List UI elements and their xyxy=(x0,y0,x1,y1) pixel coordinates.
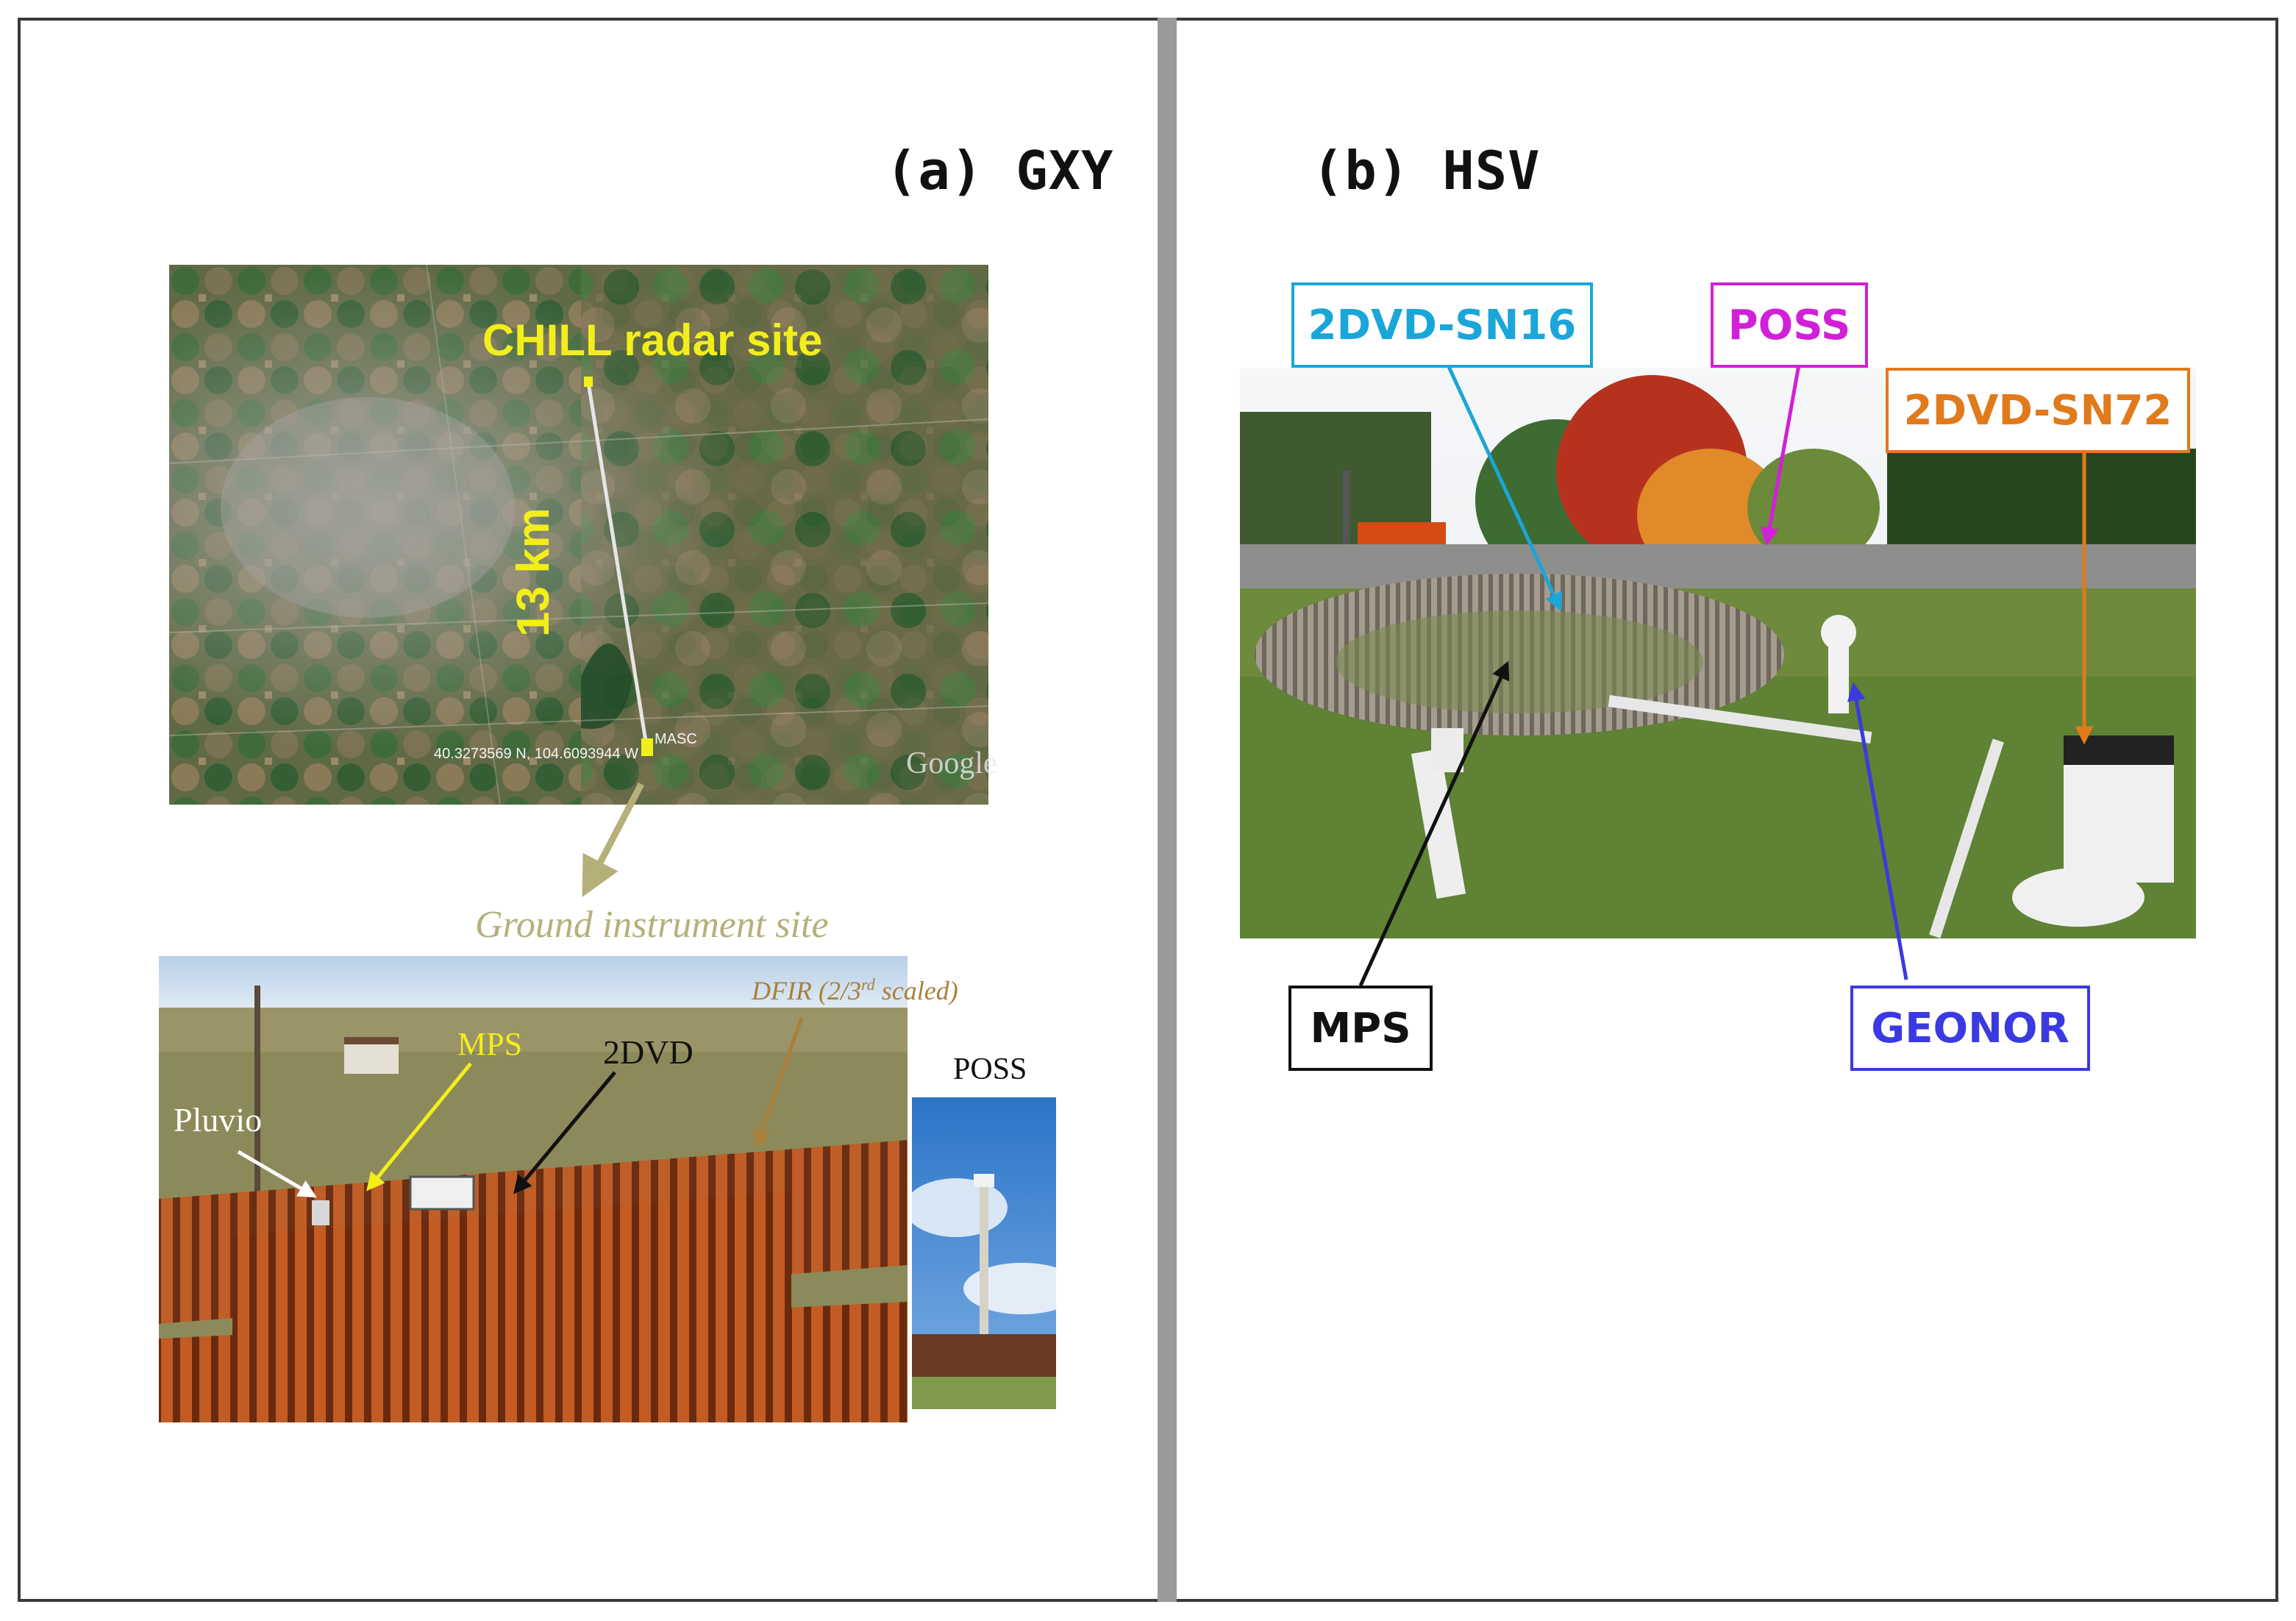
poss-label-a: POSS xyxy=(953,1052,1027,1086)
google-watermark: Google xyxy=(906,747,997,780)
panel-divider xyxy=(1158,18,1177,1602)
dfir-label-prefix: DFIR (2/3 xyxy=(752,976,861,1005)
ground-instrument-photo xyxy=(159,956,908,1422)
radar-site-label: CHILL radar site xyxy=(482,316,823,365)
distance-label: 13 km xyxy=(508,507,559,637)
sn16-label: 2DVD-SN16 xyxy=(1291,282,1593,368)
poss-photo xyxy=(912,1097,1056,1409)
dvd-label-a: 2DVD xyxy=(603,1033,694,1071)
dfir-label-suffix: scaled) xyxy=(874,976,958,1005)
masc-text: MASC xyxy=(655,731,697,747)
sn72-label: 2DVD-SN72 xyxy=(1886,368,2190,453)
ground-site-label: Ground instrument site xyxy=(475,904,829,946)
panel-a-title: (a) GXY xyxy=(885,140,1114,202)
satellite-map-image xyxy=(169,265,988,805)
mps-label-a: MPS xyxy=(457,1026,523,1062)
geonor-label: GEONOR xyxy=(1850,986,2090,1071)
poss-label-b: POSS xyxy=(1711,282,1868,368)
pluvio-label: Pluvio xyxy=(174,1101,263,1139)
hsv-field-photo xyxy=(1240,368,2196,938)
coordinates-text: 40.3273569 N, 104.6093944 W xyxy=(434,746,638,762)
mps-label-b: MPS xyxy=(1288,986,1433,1071)
dfir-label-sup: rd xyxy=(860,975,875,994)
dfir-label: DFIR (2/3rd scaled) xyxy=(752,975,958,1006)
panel-b-title: (b) HSV xyxy=(1312,140,1541,202)
